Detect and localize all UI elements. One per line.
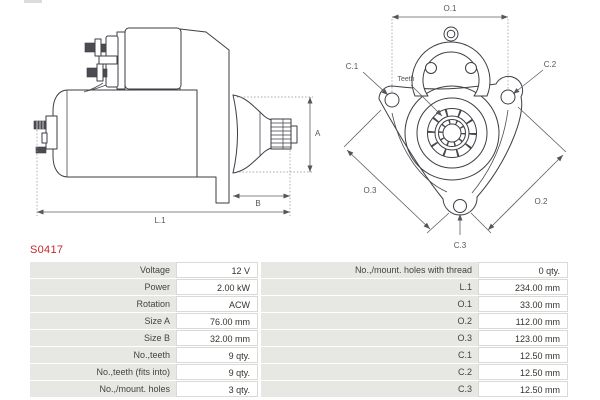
spec-value: 12.50 mm xyxy=(478,381,568,397)
spline-marks xyxy=(438,119,466,147)
terminal-washer-top xyxy=(94,38,102,57)
spec-label: C.3 xyxy=(261,381,478,397)
dim-b-label: B xyxy=(255,199,260,208)
housing-opening-arc xyxy=(232,94,238,174)
lower-stud xyxy=(35,146,47,154)
shaft-bore xyxy=(442,123,462,143)
bell-bottom xyxy=(232,147,272,174)
spec-label: L.1 xyxy=(261,279,478,295)
spec-value: 234.00 mm xyxy=(478,279,568,295)
teeth-label: Teeth xyxy=(397,76,414,83)
cropped-logo-mark xyxy=(24,0,42,3)
dim-o2-ext-bottom xyxy=(470,212,492,234)
spec-value: ACW xyxy=(176,296,258,312)
pinion-end-cap xyxy=(290,125,298,144)
spec-label: No.,/mount. holes xyxy=(30,381,176,397)
spec-value: 112.00 mm xyxy=(478,313,568,329)
gear-teeth-separators xyxy=(427,108,477,158)
mount-hole-c1 xyxy=(384,92,400,108)
dim-o3-line xyxy=(346,149,431,230)
terminal-bolt-top xyxy=(84,42,96,53)
starter-front-view: O.1 O.3 O.2 C.1 C.2 Teeth C.3 xyxy=(343,4,567,250)
motor-body xyxy=(52,89,198,178)
dim-o1-label: O.1 xyxy=(444,4,457,13)
mount-hole-c2 xyxy=(500,89,516,105)
dim-o2-line xyxy=(487,154,564,231)
mount-hole-c3 xyxy=(453,199,467,213)
dim-o2-ext-top xyxy=(517,106,567,153)
spec-value: 0 qty. xyxy=(478,262,568,278)
band-hole-left xyxy=(425,62,437,74)
part-number: S0417 xyxy=(30,244,64,256)
left-tab xyxy=(41,132,48,144)
top-bracket-eye-inner xyxy=(446,29,456,39)
spec-label: C.2 xyxy=(261,364,478,380)
starter-side-view: A B L.1 xyxy=(33,27,321,225)
spec-label: No.,teeth xyxy=(30,347,176,363)
spec-value: 3 qty. xyxy=(176,381,258,397)
spec-label: Size A xyxy=(30,313,176,329)
spec-label: Voltage xyxy=(30,262,176,278)
dim-o3-ext-top xyxy=(343,109,382,148)
spec-table-right: No.,/mount. holes with thread 0 qty. L.1… xyxy=(261,262,568,397)
spec-value: 2.00 kW xyxy=(176,279,258,295)
spec-value: 76.00 mm xyxy=(176,313,258,329)
spec-value: 12 V xyxy=(176,262,258,278)
terminal-bolt-bottom xyxy=(86,67,98,78)
pilot-circle-inner xyxy=(416,97,488,169)
spec-value: 12.50 mm xyxy=(478,347,568,363)
spec-value: 123.00 mm xyxy=(478,330,568,346)
terminal-shaft-bottom xyxy=(102,68,108,78)
solenoid-terminal-tab xyxy=(98,55,118,65)
top-bracket-eye xyxy=(443,26,459,42)
dim-c1-leader xyxy=(362,71,389,96)
spec-label: No.,/mount. holes with thread xyxy=(261,262,478,278)
teeth-leader xyxy=(410,84,443,117)
spec-value: 33.00 mm xyxy=(478,296,568,312)
spec-label: C.1 xyxy=(261,347,478,363)
pinion-gear xyxy=(270,118,292,150)
dim-c2-label: C.2 xyxy=(544,60,557,69)
dim-c2-leader xyxy=(512,69,544,95)
top-bracket-band xyxy=(411,41,491,97)
spec-label: Size B xyxy=(30,330,176,346)
band-hole-right xyxy=(465,62,477,74)
spec-label: O.3 xyxy=(261,330,478,346)
technical-drawings: A B L.1 xyxy=(33,4,567,250)
solenoid-body xyxy=(124,27,182,90)
left-bracket-plate xyxy=(45,115,58,150)
pinion-teeth-lines xyxy=(271,119,291,149)
dim-a-label: A xyxy=(315,129,321,138)
spec-value: 9 qty. xyxy=(176,347,258,363)
gear-root-circle xyxy=(434,115,470,151)
dim-o3-label: O.3 xyxy=(364,186,377,195)
spec-value: 32.00 mm xyxy=(176,330,258,346)
spec-value: 12.50 mm xyxy=(478,364,568,380)
solenoid-wire xyxy=(83,82,104,93)
spec-table-left: Voltage 12 V Power 2.00 kW Rotation ACW … xyxy=(30,262,258,397)
pilot-circle-outer xyxy=(404,85,500,181)
terminal-washer-bottom xyxy=(96,63,104,82)
dim-o2-label: O.2 xyxy=(535,197,548,206)
spec-label: O.1 xyxy=(261,296,478,312)
spec-label: Rotation xyxy=(30,296,176,312)
terminal-shaft-top xyxy=(100,43,107,53)
spec-label: No.,teeth (fits into) xyxy=(30,364,176,380)
dim-l1-label: L.1 xyxy=(154,216,166,225)
bell-top xyxy=(232,94,272,121)
spec-label: Power xyxy=(30,279,176,295)
dim-c3-label: C.3 xyxy=(454,241,467,250)
gear-hub-circle xyxy=(438,119,466,147)
solenoid-wire-2 xyxy=(86,84,107,92)
dim-o3-ext-bottom xyxy=(426,212,450,234)
spec-label: O.2 xyxy=(261,313,478,329)
spec-value: 9 qty. xyxy=(176,364,258,380)
dim-c1-label: C.1 xyxy=(346,62,359,71)
